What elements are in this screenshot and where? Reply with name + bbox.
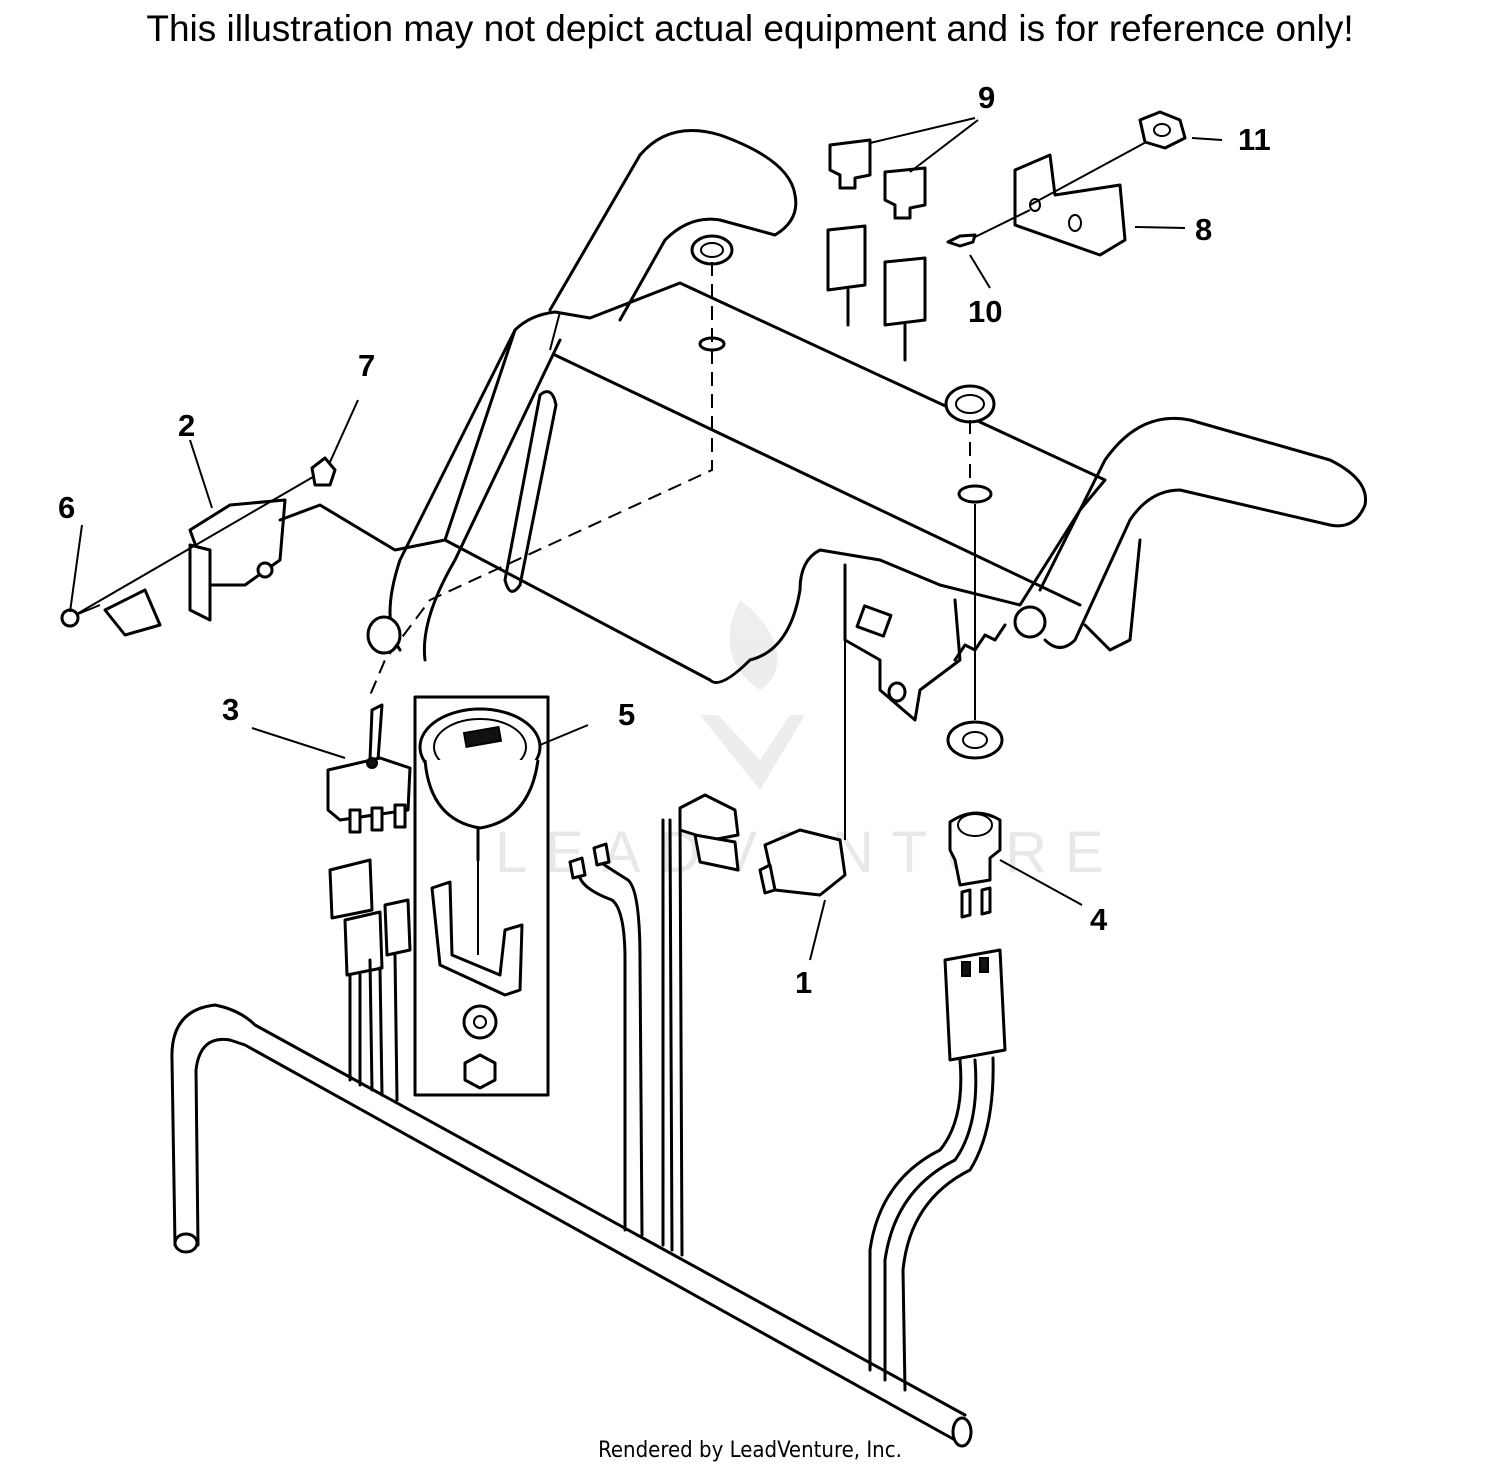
hour-meter-assembly [413,695,589,1097]
lower-frame-tube [170,1003,973,1448]
callout-9: 9 [978,80,995,115]
callout-10: 10 [968,294,1002,329]
toggle-switch-assembly [251,703,412,1102]
callout-5: 5 [618,697,635,732]
callout-1: 1 [795,965,812,1000]
callout-2: 2 [178,408,195,443]
handlebar-frame [366,129,1368,722]
callout-7: 7 [358,348,375,383]
disclaimer-text: This illustration may not depict actual … [146,8,1354,49]
wire-harness [568,575,1083,1392]
callout-4: 4 [1090,902,1108,937]
callout-labels: 1 2 3 4 5 6 7 8 9 10 11 [58,80,1271,1000]
callout-11: 11 [1238,122,1271,157]
callout-6: 6 [58,490,75,525]
callout-3: 3 [222,692,239,727]
callout-8: 8 [1195,212,1212,247]
credit-text: Rendered by LeadVenture, Inc. [598,1438,902,1463]
safety-switch-assembly [60,399,447,637]
fuse-and-bracket-group [826,110,1223,362]
